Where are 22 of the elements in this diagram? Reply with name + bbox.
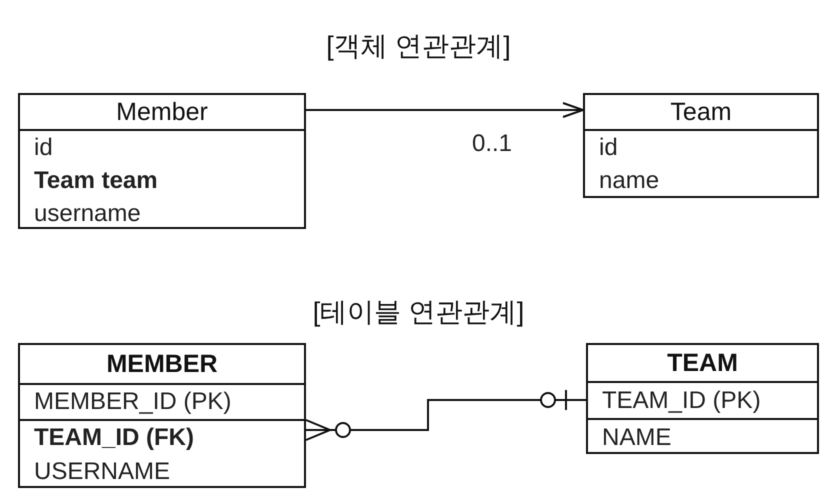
- entity-name: MEMBER: [20, 345, 304, 385]
- field-row-text: name: [598, 166, 660, 196]
- field-row: TEAM_ID (FK): [20, 419, 304, 455]
- field-row-text: MEMBER_ID (PK): [33, 387, 232, 417]
- relationship-line: [305, 389, 586, 441]
- field-row-text: USERNAME: [33, 457, 172, 487]
- field-row-text: id: [33, 133, 54, 163]
- table-box: [18, 343, 306, 488]
- field-row-text: username: [33, 199, 142, 229]
- class-box: [18, 93, 306, 229]
- class-box: [583, 93, 819, 198]
- section-title: [객체 연관관계]: [326, 31, 511, 61]
- field-row: NAME: [588, 418, 817, 455]
- arrow: [306, 102, 584, 118]
- entity-name: Member: [20, 95, 304, 131]
- field-row-text: Team team: [33, 166, 159, 196]
- field-row-text: TEAM_ID (PK): [601, 386, 762, 416]
- table-box: [586, 343, 819, 454]
- field-row-text: id: [598, 133, 619, 163]
- entity-name: Team: [585, 95, 817, 131]
- section-title: [테이블 연관관계]: [312, 297, 524, 327]
- entity-name: TEAM: [588, 345, 817, 383]
